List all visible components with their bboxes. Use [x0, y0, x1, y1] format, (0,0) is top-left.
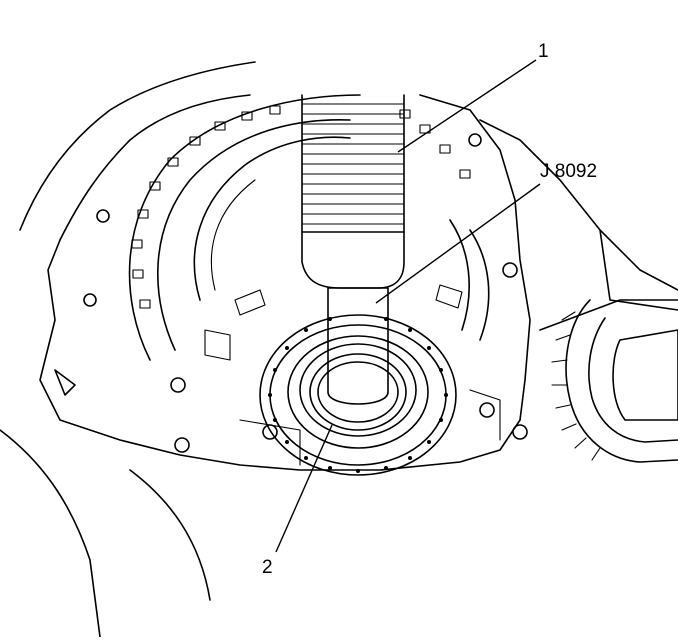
- leader-line-2: [275, 424, 333, 553]
- clutch-teeth: [131, 105, 471, 309]
- bearing-rollers: [268, 317, 448, 473]
- slide-hammer: [301, 94, 405, 289]
- leader-line-1: [397, 59, 537, 153]
- callout-1: 1: [538, 41, 549, 62]
- output-gear: [551, 299, 678, 463]
- bearing-assembly: [259, 314, 457, 476]
- puller-tool: [327, 287, 389, 405]
- leader-line-tool: [375, 183, 541, 304]
- callout-2: 2: [262, 557, 273, 578]
- callout-tool-j8092: J 8092: [540, 161, 598, 182]
- clutch-housing: [128, 94, 490, 361]
- transmission-case: [0, 61, 678, 638]
